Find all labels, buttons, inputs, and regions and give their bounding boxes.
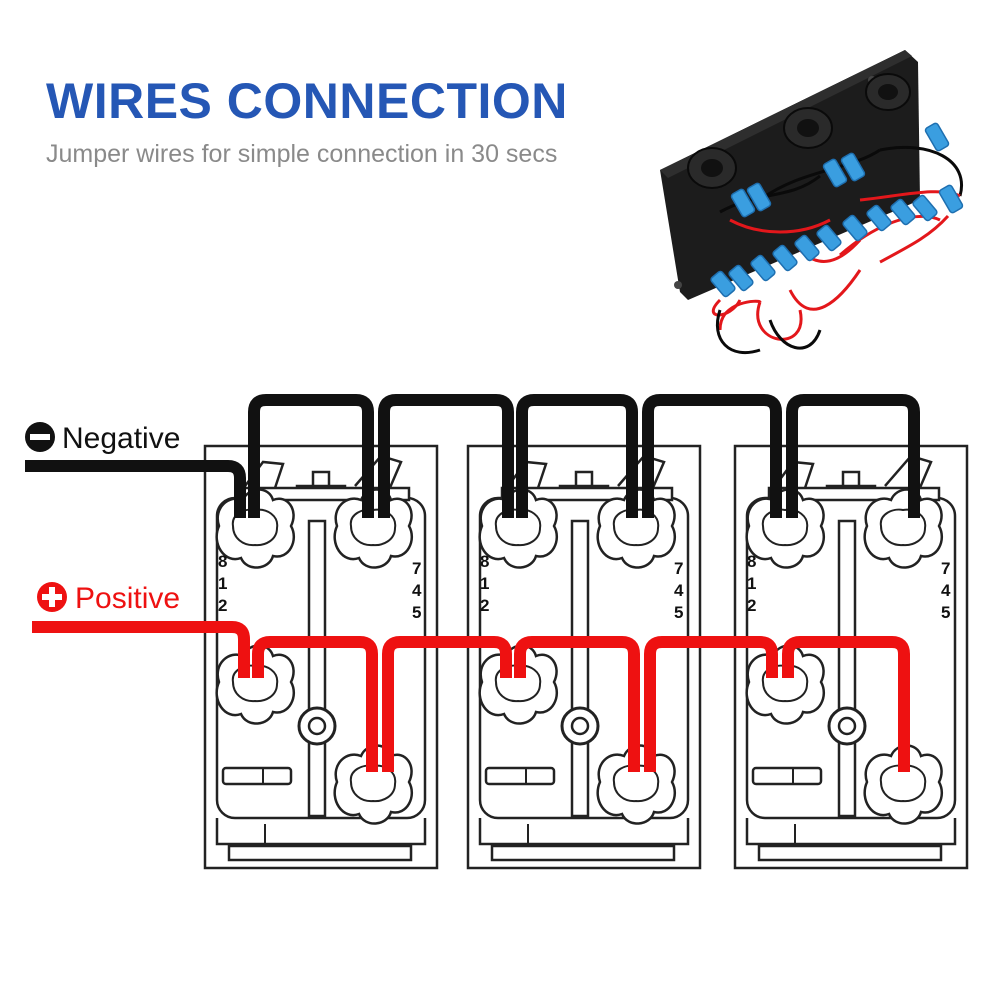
pin-label: 5 (674, 603, 683, 622)
pin-labels: 8 1 2 7 4 5 8 1 2 7 4 5 8 1 2 7 4 5 (218, 552, 951, 622)
negative-wires (25, 394, 920, 518)
pin-label: 7 (941, 559, 950, 578)
pin-label: 2 (747, 596, 756, 615)
pin-label: 8 (480, 552, 489, 571)
pin-label: 4 (412, 581, 422, 600)
pin-label: 4 (674, 581, 684, 600)
pin-label: 8 (747, 552, 756, 571)
legend-negative: Negative (25, 422, 180, 455)
pin-label: 7 (674, 559, 683, 578)
negative-label: Negative (62, 422, 180, 455)
page-subtitle: Jumper wires for simple connection in 30… (46, 140, 558, 168)
pin-label: 7 (412, 559, 421, 578)
pin-label: 4 (941, 581, 951, 600)
pin-label: 5 (941, 603, 950, 622)
legend-positive: Positive (37, 582, 180, 615)
positive-label: Positive (75, 582, 180, 615)
pin-label: 2 (218, 596, 227, 615)
pin-label: 2 (480, 596, 489, 615)
pin-label: 8 (218, 552, 227, 571)
pin-label: 5 (412, 603, 421, 622)
positive-wires (32, 621, 910, 772)
pin-label: 1 (747, 574, 756, 593)
pin-label: 1 (218, 574, 227, 593)
page-title: WIRES CONNECTION (46, 73, 568, 129)
product-photo-panel (660, 50, 964, 355)
pin-label: 1 (480, 574, 489, 593)
